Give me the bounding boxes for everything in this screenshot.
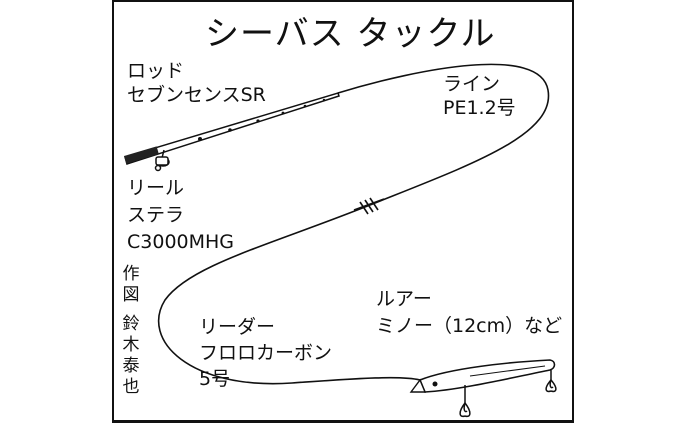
lure-label: ルアー ミノー（12cm）など xyxy=(376,286,562,340)
line-label-heading: ライン xyxy=(443,73,501,95)
rod-label-heading: ロッド xyxy=(127,60,185,82)
diagram-frame xyxy=(112,0,574,423)
credit-char: 也 xyxy=(122,377,140,397)
line-label: ライン PE1.2号 xyxy=(443,72,516,120)
leader-label: リーダー フロロカーボン 5号 xyxy=(199,314,332,392)
rod-label-model: セブンセンスSR xyxy=(127,84,266,106)
reel-icon xyxy=(154,149,170,172)
treble-hook-icon xyxy=(459,385,471,418)
reel-label: リール ステラ C3000MHG xyxy=(127,175,234,256)
knot-icon xyxy=(353,197,385,215)
fishing-line xyxy=(158,63,550,385)
rod-label: ロッド セブンセンスSR xyxy=(127,59,266,107)
lure-label-heading: ルアー xyxy=(376,288,432,310)
credit-char xyxy=(118,306,144,314)
credit-char: 鈴 xyxy=(122,314,140,334)
reel-label-heading: リール xyxy=(127,177,185,199)
reel-label-name: ステラ xyxy=(127,204,185,226)
lure-icon xyxy=(409,359,556,393)
leader-label-material: フロロカーボン xyxy=(199,342,333,364)
credit-char: 作 xyxy=(122,264,140,284)
illustrator-credit: 作 図 鈴 木 泰 也 xyxy=(118,264,144,398)
credit-char: 図 xyxy=(122,285,140,305)
credit-char: 木 xyxy=(122,335,140,355)
lure-label-type: ミノー（12cm）など xyxy=(376,315,563,337)
leader-label-size: 5号 xyxy=(199,368,231,390)
line-label-spec: PE1.2号 xyxy=(443,97,516,119)
rod-icon xyxy=(123,92,340,165)
credit-char: 泰 xyxy=(122,356,140,376)
reel-label-model: C3000MHG xyxy=(127,231,235,253)
leader-label-heading: リーダー xyxy=(199,316,276,338)
treble-hook-icon xyxy=(545,370,557,393)
diagram-title: シーバス タックル xyxy=(205,14,496,54)
